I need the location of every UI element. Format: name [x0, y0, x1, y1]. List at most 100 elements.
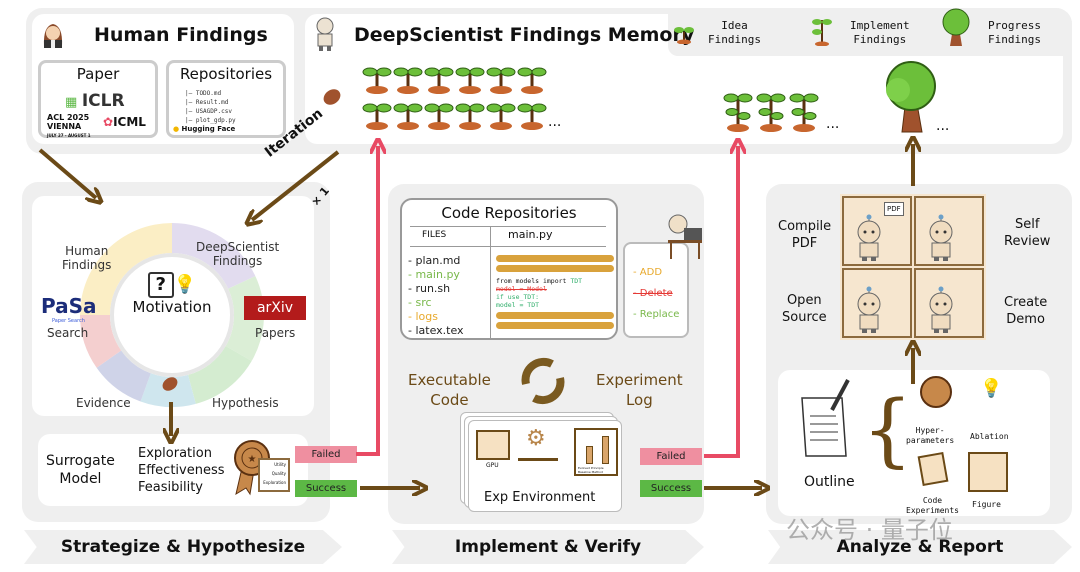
- outline-label: Outline: [804, 474, 855, 490]
- sapling-icon: [812, 19, 832, 46]
- svg-text:★: ★: [248, 454, 257, 465]
- wheel-label-deepscientist-findings: DeepScientist Findings: [196, 240, 280, 268]
- files-header: FILES: [422, 230, 447, 240]
- wheel-segment-evidence: [96, 350, 151, 402]
- legend-panel: [668, 8, 1072, 56]
- success-badge: Success: [640, 480, 702, 497]
- hugging-face-logo: ● Hugging Face: [173, 125, 236, 133]
- code-line: model = Model: [496, 285, 547, 293]
- motivation-center: ?💡 Motivation: [128, 272, 216, 316]
- pdf-icon: PDF: [884, 202, 904, 216]
- sprout-icon: [424, 67, 454, 94]
- sprout-icon: [455, 67, 485, 94]
- edit-op-add: - ADD: [633, 267, 663, 278]
- sprout-icon: [517, 67, 547, 94]
- item-ablation: Ablation: [970, 432, 1009, 441]
- wheel-label-papers: Papers: [255, 326, 296, 340]
- edit-operations-box: - ADD - Delete - Replace: [623, 242, 689, 338]
- failed-badge: Failed: [295, 446, 357, 463]
- criterion: Exploration: [138, 446, 212, 461]
- wheel-segment-hypothesis: [188, 346, 252, 404]
- idea-sprout-row: [362, 100, 548, 134]
- ellipsis: ...: [936, 118, 950, 134]
- edit-op-delete: - Delete: [633, 288, 673, 299]
- wheel-segment-human-findings: [80, 223, 172, 315]
- criterion: Effectiveness: [138, 463, 225, 478]
- task-create-demo: Create Demo: [1004, 295, 1048, 327]
- pasa-subtitle: Paper Search: [52, 318, 85, 324]
- wheel-center-circle: [110, 253, 234, 377]
- file-item[interactable]: - logs: [408, 310, 438, 323]
- sprout-icon: [424, 103, 454, 130]
- robot-icon: [852, 286, 886, 338]
- repo-file: |— USAGDP.csv: [185, 108, 232, 115]
- file-item[interactable]: - plan.md: [408, 254, 461, 267]
- file-item[interactable]: - run.sh: [408, 282, 451, 295]
- implement-sapling-row: [723, 90, 822, 136]
- robot-coder-icon: [668, 214, 702, 259]
- criterion: Feasibility: [138, 480, 203, 495]
- gear-icon: ⚙: [526, 426, 546, 451]
- surrogate-criteria: Exploration Effectiveness Feasibility: [138, 445, 225, 496]
- wheel-segment-deepscientist-findings: [172, 223, 256, 289]
- question-bulb-icon: ?: [147, 272, 174, 298]
- executable-code-label: Executable Code: [408, 371, 491, 409]
- sapling-icon: [756, 93, 786, 132]
- failed-badge: Failed: [640, 448, 702, 465]
- task-open-source: Open Source: [782, 293, 827, 325]
- robot-icon: [924, 214, 958, 266]
- arxiv-logo: arXiv: [244, 296, 306, 320]
- code-repositories-title: Code Repositories: [441, 204, 577, 222]
- main-py-header: main.py: [508, 228, 553, 241]
- failed-arrow-1: [356, 146, 378, 456]
- stage-implement-verify: Implement & Verify: [392, 530, 704, 564]
- sprout-icon: [393, 103, 423, 130]
- exp-environment-stack: GPU ⚙ Evolved Principle Baseline Method …: [460, 412, 624, 514]
- arrow-right-icon: [518, 458, 558, 461]
- task-compile-pdf: Compile PDF: [778, 219, 832, 251]
- robot-icon: [852, 214, 886, 266]
- results-chart-icon: Evolved Principle Baseline Method: [574, 428, 618, 476]
- sprout-icon: [674, 27, 694, 44]
- sprout-icon: [486, 103, 516, 130]
- stage-analyze-report: Analyze & Report: [768, 530, 1072, 564]
- human-findings-panel: Human Findings Paper ▦ ICLR ACL 2025 VIE…: [32, 14, 294, 144]
- memory-title: DeepScientist Findings Memory: [354, 24, 695, 46]
- edit-op-replace: - Replace: [633, 309, 680, 320]
- sprout-icon: [517, 103, 547, 130]
- paper-box: Paper ▦ ICLR ACL 2025 VIENNA JULY 27 - A…: [38, 60, 158, 138]
- file-item[interactable]: - latex.tex: [408, 324, 464, 337]
- watermark: 公众号 · 量子位: [786, 516, 953, 544]
- code-repositories-box: Code Repositories FILES main.py - plan.m…: [400, 198, 618, 340]
- gpu-label: GPU: [486, 462, 499, 469]
- robot-scientist-icon: [316, 17, 334, 51]
- code-line: model = TDT: [496, 301, 540, 309]
- repositories-box: Repositories |— TODO.md |— Result.md |— …: [166, 60, 286, 138]
- file-item[interactable]: - src: [408, 296, 432, 309]
- brace-icon: {: [862, 383, 913, 476]
- wheel-label-hypothesis: Hypothesis: [212, 396, 279, 410]
- file-list: - plan.md- main.py- run.sh- src- logs- l…: [408, 254, 464, 338]
- robot-icon: [924, 286, 958, 338]
- document-pen-icon: [801, 379, 850, 457]
- repo-file: |— Result.md: [185, 99, 229, 106]
- failed-arrow-2: [704, 146, 738, 458]
- repo-file: |— plot_gdp.py: [185, 117, 236, 124]
- ellipsis: ...: [826, 116, 840, 132]
- sprout-icon: [362, 67, 392, 94]
- human-findings-title: Human Findings: [94, 24, 268, 46]
- success-badge: Success: [295, 480, 357, 497]
- sprout-icon: [455, 103, 485, 130]
- stage-strategize-hypothesize: Strategize & Hypothesize: [24, 530, 342, 564]
- file-item[interactable]: - main.py: [408, 268, 460, 281]
- code-line: if use_TDT:: [496, 293, 540, 301]
- wheel-label-search: Search: [47, 326, 89, 340]
- pasa-logo: PaSa: [41, 294, 97, 318]
- sprout-icon: [393, 67, 423, 94]
